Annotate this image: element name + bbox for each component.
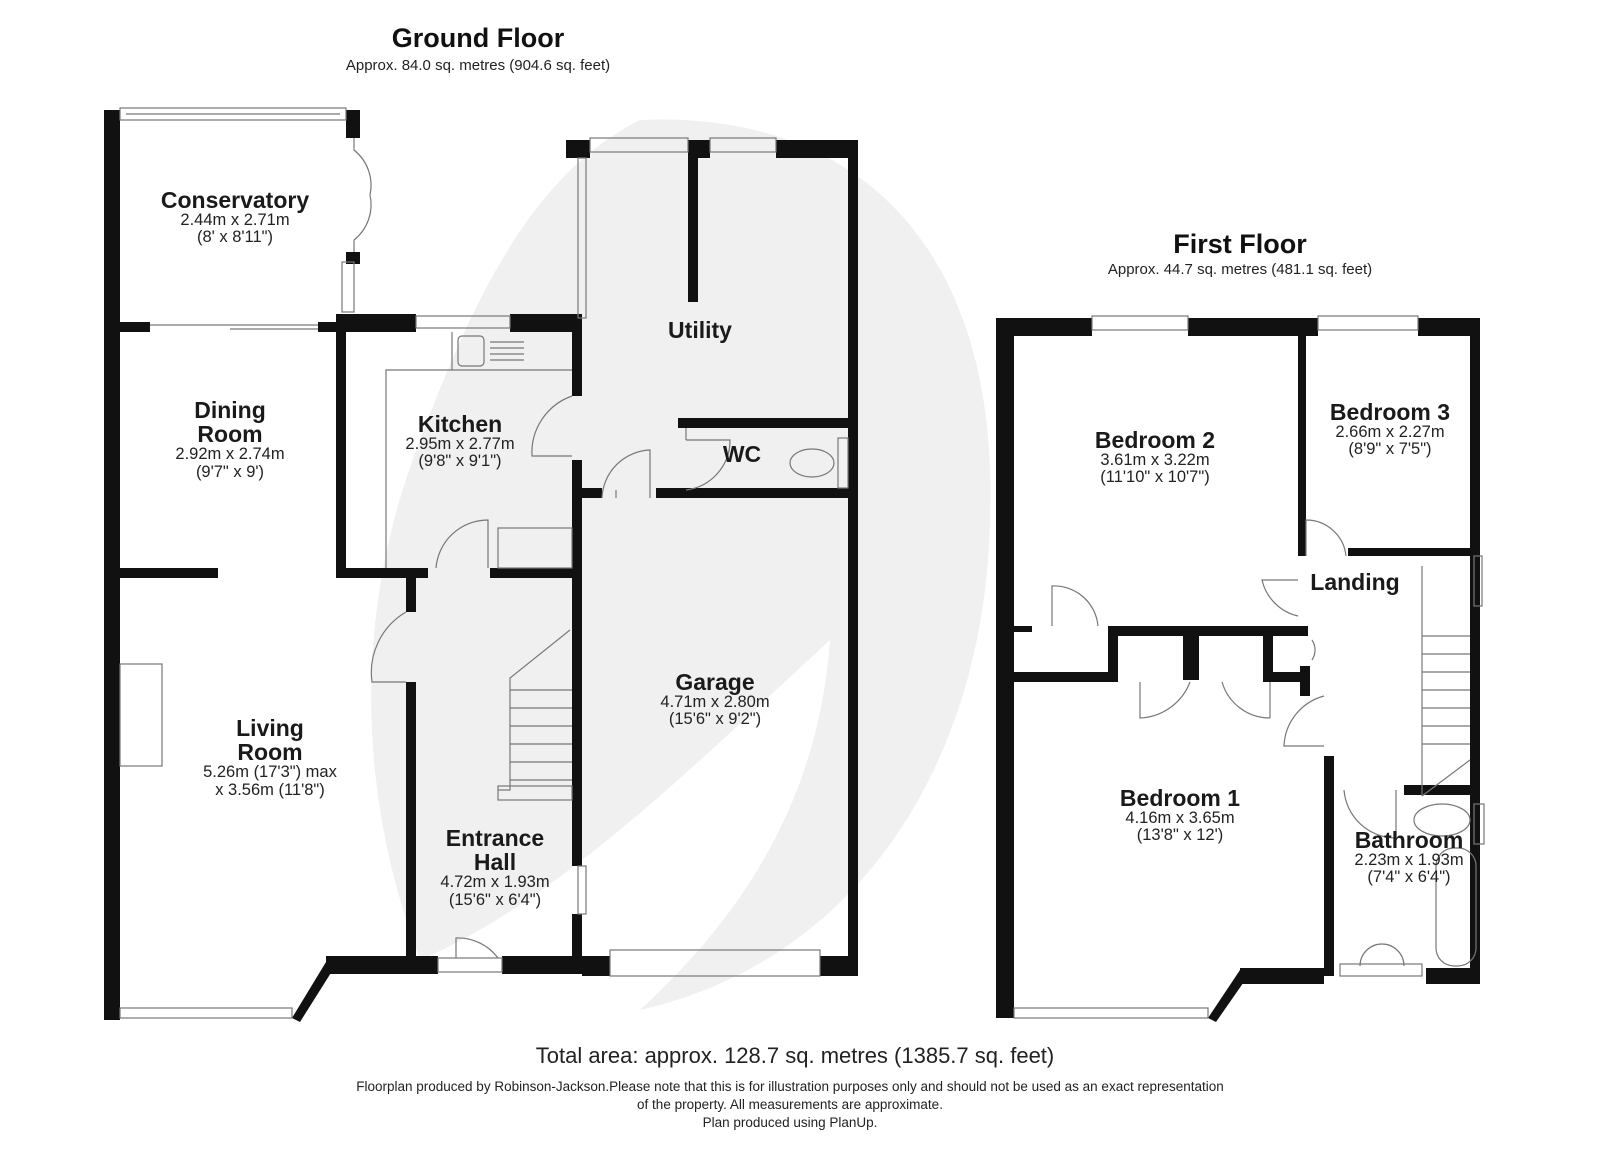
room-dim-imperial: (13'8" x 12')	[1136, 826, 1224, 845]
room-living: Living Room 5.26m (17'3") max x 3.56m (1…	[165, 716, 375, 799]
room-name-2: Hall	[473, 849, 517, 876]
room-dim-metric: 5.26m (17'3") max	[203, 763, 337, 782]
first-floor-title: First Floor	[1173, 229, 1307, 259]
room-dim-imperial: (7'4" x 6'4")	[1367, 868, 1451, 887]
room-dim-imperial: (9'8" x 9'1")	[418, 452, 502, 471]
room-dim-metric: 4.71m x 2.80m	[660, 693, 770, 712]
room-dim-imperial: (11'10" x 10'7")	[1100, 468, 1210, 487]
room-wc: WC	[712, 442, 772, 466]
room-landing: Landing	[1300, 570, 1410, 594]
room-dim-metric: 2.66m x 2.27m	[1335, 423, 1445, 442]
room-dim-metric: 2.44m x 2.71m	[180, 211, 290, 230]
room-name: Kitchen	[417, 411, 503, 437]
room-dim-imperial: (15'6" x 6'4")	[448, 890, 542, 909]
ground-floor-area: Approx. 84.0 sq. metres (904.6 sq. feet)	[345, 57, 611, 74]
room-dim-metric: 4.16m x 3.65m	[1125, 809, 1235, 828]
room-dim-metric: 2.92m x 2.74m	[175, 445, 285, 464]
room-name: Landing	[1310, 569, 1400, 595]
room-dim-imperial: (8'9" x 7'5")	[1348, 440, 1432, 459]
room-dim-metric: 4.72m x 1.93m	[440, 873, 550, 892]
ground-floor-title: Ground Floor	[391, 23, 565, 53]
ground-floor-walls	[104, 110, 858, 1022]
room-conservatory: Conservatory 2.44m x 2.71m (8' x 8'11")	[130, 188, 340, 247]
first-floor-area: Approx. 44.7 sq. metres (481.1 sq. feet)	[1107, 261, 1373, 278]
room-bedroom-3: Bedroom 3 2.66m x 2.27m (8'9" x 7'5")	[1310, 400, 1470, 459]
room-kitchen: Kitchen 2.95m x 2.77m (9'8" x 9'1")	[370, 412, 550, 471]
ground-floor-fixtures	[119, 107, 849, 1019]
room-name: Living	[236, 715, 304, 741]
room-dim-imperial: (8' x 8'11")	[196, 228, 274, 247]
disclaimer-line-1: Floorplan produced by Robinson-Jackson.P…	[356, 1079, 1224, 1094]
room-name-2: Room	[197, 421, 263, 448]
watermark-logo	[371, 119, 991, 1010]
room-name: Bathroom	[1354, 827, 1464, 853]
room-dim-imperial: (15'6" x 9'2")	[668, 710, 762, 729]
disclaimer-line-2: of the property. All measurements are ap…	[637, 1097, 943, 1112]
room-dim-metric: 2.23m x 1.93m	[1354, 851, 1464, 870]
room-name: Utility	[668, 317, 732, 343]
room-bathroom: Bathroom 2.23m x 1.93m (7'4" x 6'4")	[1338, 828, 1480, 887]
room-name: Dining	[194, 397, 266, 423]
room-entrance-hall: Entrance Hall 4.72m x 1.93m (15'6" x 6'4…	[420, 826, 570, 909]
room-dim-metric: 2.95m x 2.77m	[405, 435, 515, 454]
first-floor-fixtures	[1013, 315, 1485, 1019]
room-bedroom-2: Bedroom 2 3.61m x 3.22m (11'10" x 10'7")	[1070, 428, 1240, 487]
room-name-2: Room	[237, 739, 303, 766]
room-utility: Utility	[640, 318, 760, 342]
room-garage: Garage 4.71m x 2.80m (15'6" x 9'2")	[620, 670, 810, 729]
room-name: Bedroom 1	[1119, 785, 1241, 811]
room-name: Garage	[675, 669, 755, 695]
first-floor-walls	[996, 318, 1480, 1022]
room-dining: Dining Room 2.92m x 2.74m (9'7" x 9')	[130, 398, 330, 481]
room-name: Bedroom 2	[1094, 427, 1216, 453]
room-name: Entrance	[445, 825, 545, 851]
room-name: WC	[722, 441, 762, 467]
room-dim-imperial: x 3.56m (11'8")	[215, 780, 325, 799]
room-dim-imperial: (9'7" x 9')	[195, 462, 265, 481]
room-dim-metric: 3.61m x 3.22m	[1100, 451, 1210, 470]
room-name: Bedroom 3	[1329, 399, 1451, 425]
total-area: Total area: approx. 128.7 sq. metres (13…	[535, 1043, 1055, 1068]
disclaimer-line-3: Plan produced using PlanUp.	[702, 1115, 878, 1130]
room-bedroom-1: Bedroom 1 4.16m x 3.65m (13'8" x 12')	[1100, 786, 1260, 845]
room-name: Conservatory	[160, 187, 310, 213]
